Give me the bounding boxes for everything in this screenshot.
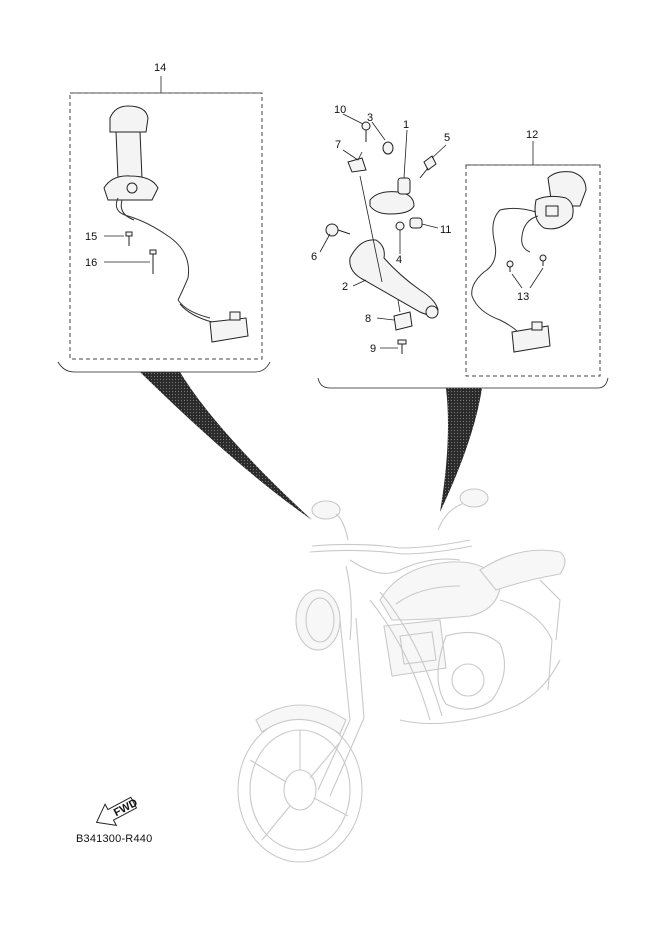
fwd-arrow-icon: FWD xyxy=(95,796,140,827)
part-5 xyxy=(423,155,437,171)
callout-10: 10 xyxy=(334,104,346,116)
left-switch-panel: 14 15 16 xyxy=(57,62,312,520)
right-lever-panel: 10 3 1 5 7 11 6 4 2 8 9 12 13 xyxy=(311,104,609,512)
callout-2: 2 xyxy=(342,281,348,293)
callout-5: 5 xyxy=(444,132,450,144)
motorcycle-outline xyxy=(237,488,566,863)
screw-15 xyxy=(104,231,133,246)
callout-15: 15 xyxy=(85,231,97,243)
callout-4: 4 xyxy=(396,254,402,266)
part-11 xyxy=(409,217,423,229)
leader-wedge-right xyxy=(440,388,482,512)
reference-code: B341300-R440 xyxy=(76,833,153,845)
callout-11: 11 xyxy=(440,224,451,236)
callout-7: 7 xyxy=(335,139,341,151)
callout-8: 8 xyxy=(365,313,371,325)
callout-13: 13 xyxy=(517,291,529,303)
callout-9: 9 xyxy=(370,343,376,355)
screw-13a xyxy=(506,260,514,268)
part-4 xyxy=(395,221,405,231)
leader-wedge-left xyxy=(140,372,312,520)
left-switch-assembly xyxy=(103,105,249,343)
part-6 xyxy=(325,223,339,237)
callout-3: 3 xyxy=(367,112,373,124)
screw-16 xyxy=(104,249,157,274)
callout-12: 12 xyxy=(526,129,538,141)
callout-16: 16 xyxy=(85,257,97,269)
callout-1: 1 xyxy=(403,119,409,131)
fwd-label: FWD xyxy=(112,797,140,819)
part-3 xyxy=(382,141,394,155)
screw-13b xyxy=(539,254,547,262)
lever-holder-assembly xyxy=(349,177,439,319)
part-7 xyxy=(347,157,367,173)
right-switch-assembly xyxy=(471,171,587,353)
callout-6: 6 xyxy=(311,251,317,263)
callout-14: 14 xyxy=(154,62,166,74)
part-8 xyxy=(393,311,413,331)
